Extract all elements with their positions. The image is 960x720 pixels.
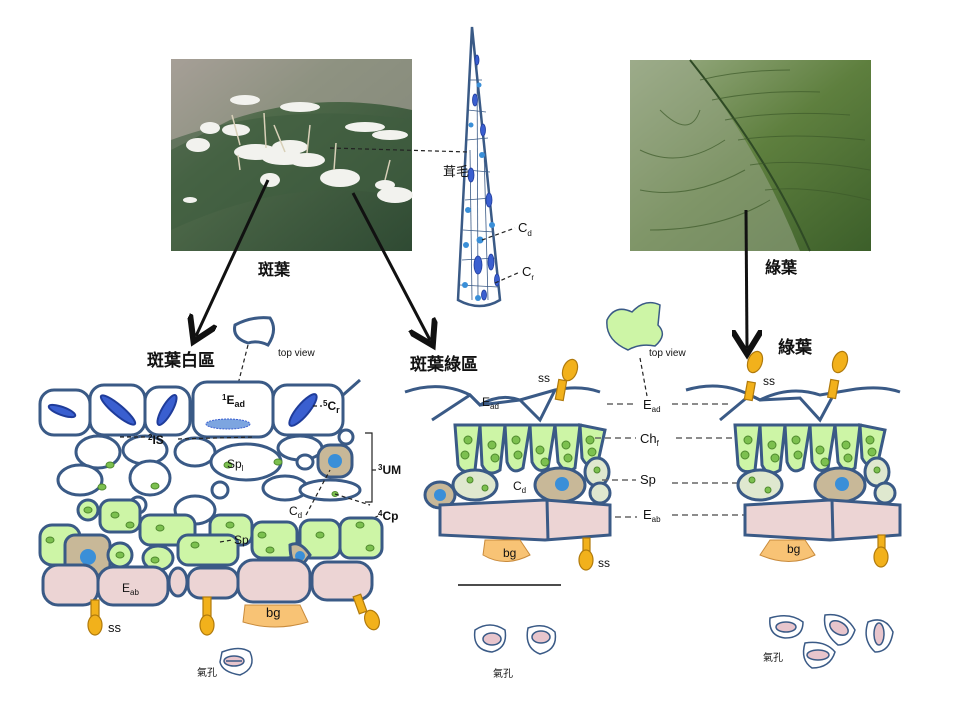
green-leaf-title: 綠葉 [778, 337, 813, 358]
green-leaf-secretory-scales [743, 350, 849, 402]
spl-label: Spl [227, 457, 244, 473]
spotted-leaf-photo [171, 59, 413, 251]
white-area-title: 斑葉白區 [147, 350, 215, 371]
green-leaf-ss-bottom [873, 534, 889, 568]
stomata-green-leaf [769, 613, 894, 669]
stomata-green-area [473, 624, 557, 655]
green-leaf-bg-label: bg [787, 542, 800, 556]
legend-chf: Chf [640, 431, 660, 448]
trichome-cd-leader [481, 227, 516, 241]
green-area-title: 斑葉綠區 [410, 354, 478, 375]
green-ead-label: Ead [482, 395, 499, 411]
green-secretory-scale-bottom [578, 537, 594, 571]
white-bg-label: bg [266, 605, 280, 620]
layer-legend: Ead Chf Sp Eab [595, 397, 758, 524]
lower-epidermis [41, 558, 374, 607]
green-leaf-stoma-label: 氣孔 [763, 651, 783, 664]
green-leaf-caption: 綠葉 [765, 258, 798, 277]
green-area-top-view-label: top view [649, 348, 686, 359]
green-bg-label: bg [503, 546, 516, 560]
green-bladder-gland [482, 539, 531, 562]
is-label: 2IS [148, 433, 164, 447]
green-cd-label: Cd [513, 479, 526, 495]
green-leaf-ss-label: ss [763, 374, 775, 388]
um-label: 3UM [378, 463, 401, 477]
green-leaf-lower-epidermis [743, 498, 902, 542]
bladder-gland [242, 604, 309, 628]
spongy-mesophyll-green [38, 498, 384, 577]
white-area-section: 斑葉白區 top view 1Ead 5Cr [38, 316, 401, 679]
spotted-leaf-caption: 斑葉 [258, 260, 291, 279]
white-sp-label: Sp [234, 533, 249, 547]
arrow-to-white-area [196, 179, 270, 336]
epidermis-top-view-cell [233, 316, 275, 347]
green-leaf-photo [630, 59, 871, 252]
legend-eab: Eab [643, 507, 661, 524]
trichome-cr-label: Cr [522, 264, 534, 282]
trichome-cr-leader [494, 271, 521, 284]
green-leaf-bladder-gland [759, 539, 816, 562]
cp-label: 4Cp [378, 509, 398, 523]
um-bracket [365, 432, 373, 503]
white-cd-label: Cd [289, 504, 302, 520]
green-leaf-palisade [733, 423, 887, 475]
trichome-label: 茸毛 [443, 165, 469, 180]
green-leaf-section: 綠葉 ss [685, 337, 902, 669]
legend-ead: Ead [643, 397, 661, 414]
spongy-layer [423, 456, 612, 510]
trichome-leader-line [329, 147, 471, 153]
legend-sp: Sp [640, 472, 656, 487]
green-ss-top-label: ss [538, 371, 550, 385]
green-area-section: 斑葉綠區 top view Ead ss [404, 301, 686, 680]
white-stoma-label: 氣孔 [197, 666, 217, 679]
trichome-cd-label: Cd [518, 220, 532, 238]
upper-epidermis [38, 378, 361, 439]
trichome-drawing [456, 26, 502, 308]
green-secretory-scale-top [554, 358, 579, 402]
green-lower-epidermis [438, 498, 612, 542]
white-area-top-view-label: top view [278, 348, 315, 359]
palisade-layer [453, 423, 607, 475]
green-area-stoma-label: 氣孔 [493, 667, 513, 680]
green-ss-bottom-label: ss [598, 556, 610, 570]
stoma-white [219, 647, 253, 676]
white-eab-label: Eab [122, 581, 139, 597]
cr-label: 5Cr [323, 399, 340, 415]
green-epidermis-top-view-cell [606, 301, 664, 351]
white-ss-label: ss [108, 620, 122, 635]
secretory-scales [87, 593, 381, 636]
arrow-to-green-area [351, 192, 430, 340]
arrow-to-green-leaf [746, 209, 747, 348]
ead-label: 1Ead [222, 393, 245, 409]
